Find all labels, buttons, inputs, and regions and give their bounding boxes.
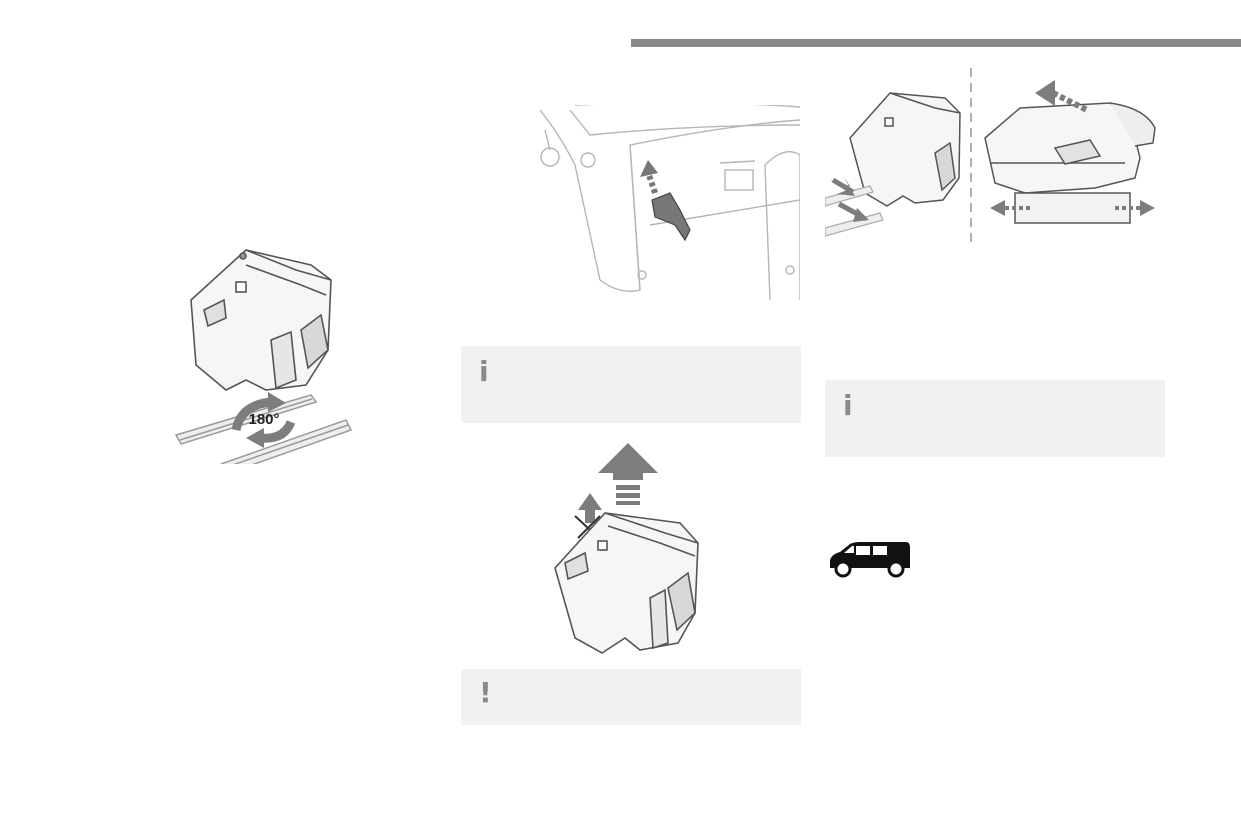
seat-slide-drawing [825,68,1156,248]
floor-rails [174,394,353,464]
rotation-angle-label: 180° [248,411,279,428]
folded-seat [849,92,961,207]
seat-rotation-drawing: 180° [174,249,353,464]
lever-pull-arrow-icon [640,160,691,242]
info-icon: i [843,389,853,422]
warning-note-box: ! [461,669,801,725]
slide-direction-arrows [990,80,1155,216]
info-icon: i [479,355,489,388]
seat-lift-drawing [554,443,699,654]
sliding-seat [984,102,1156,224]
interior-panel [539,105,800,300]
seat-body-lift [554,512,699,654]
rotate-arrows-icon: 180° [231,392,296,448]
slide-arrows-icon [830,176,869,222]
seat-lift-illustration [540,438,710,658]
warning-icon: ! [479,676,492,709]
interior-lever-illustration [530,105,800,300]
interior-lever-drawing [539,105,800,300]
section-header-bar [631,39,1241,47]
lift-up-arrow-icon [574,443,658,542]
van-icon [830,542,910,578]
seat-body [190,249,332,391]
info-note-box-2: i [825,380,1165,457]
seat-rotation-illustration: 180° [96,240,432,464]
info-note-box: i [461,346,801,423]
seat-slide-illustration [825,68,1160,248]
vehicle-badge [828,540,912,578]
